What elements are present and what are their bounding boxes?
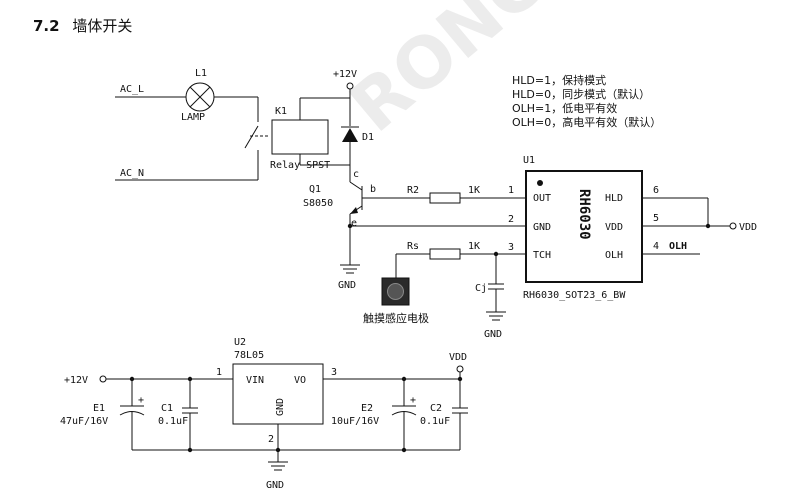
- ac-lamp-circuit: AC_L L1 LAMP AC_N K1 Relay-SPST +12V: [115, 68, 526, 340]
- section-heading: 7.2 墙体开关: [33, 15, 132, 36]
- u2-pin1-num: 1: [216, 367, 222, 378]
- transistor-emitter-arrow: [350, 207, 358, 214]
- vdd-junction: [705, 223, 711, 229]
- section-number: 7.2: [33, 17, 60, 35]
- ac-l-label: AC_L: [120, 84, 144, 95]
- ic-pin5-num: 5: [653, 213, 659, 224]
- ic-pin-gnd: GND: [533, 222, 551, 233]
- ic-pin3-num: 3: [508, 242, 514, 253]
- ic-ref: U1: [523, 155, 535, 166]
- pin-e-label: e: [351, 218, 357, 229]
- e1-ref: E1: [93, 403, 105, 414]
- diode-ref: D1: [362, 132, 374, 143]
- c2-ref: C2: [430, 403, 442, 414]
- vdd-out-label: VDD: [739, 222, 757, 233]
- r2-resistor: [429, 192, 461, 204]
- e1-plus: +: [138, 395, 144, 406]
- reg-vin-terminal: [99, 375, 107, 383]
- rs-resistor: [429, 248, 461, 260]
- ic-package: RH6030_SOT23_6_BW: [523, 290, 626, 301]
- ac-n-label: AC_N: [120, 168, 144, 179]
- touch-pad-disk: [387, 283, 404, 300]
- c1-ref: C1: [161, 403, 173, 414]
- pin-c-label: c: [353, 169, 359, 180]
- ic-pin2-num: 2: [508, 214, 514, 225]
- regulator-circuit: +12V + E1 47uF/16V C1 0.1uF U2 78L05 VIN: [60, 337, 468, 491]
- ic-pin4-num: 4: [653, 241, 659, 252]
- e1-value: 47uF/16V: [60, 416, 108, 427]
- cj-ref: Cj: [475, 283, 487, 294]
- reg-gnd-label: GND: [266, 480, 284, 491]
- reg-vin-label: +12V: [64, 375, 88, 386]
- c1-value: 0.1uF: [158, 416, 188, 427]
- ic-pin-olh: OLH: [605, 250, 623, 261]
- ic-body: [525, 170, 643, 283]
- u2-pin3-num: 3: [331, 367, 337, 378]
- e1-plate-bottom: [119, 411, 145, 416]
- note-line-1: HLD=1，保持模式: [512, 73, 606, 87]
- ic-rh6030: U1 OUT GND TCH HLD VDD OLH RH6030 RH6030…: [523, 155, 757, 301]
- ic-name-vertical: RH6030: [576, 189, 592, 240]
- touch-pad-label: 触摸感应电极: [363, 311, 429, 325]
- transistor-collector-leg: [349, 181, 363, 191]
- ic-pin-hld: HLD: [605, 193, 623, 204]
- section-title: 墙体开关: [72, 17, 133, 35]
- note-line-4: OLH=0，高电平有效（默认）: [512, 115, 661, 129]
- e2-plus: +: [410, 395, 416, 406]
- u2-name: 78L05: [234, 350, 264, 361]
- relay-switch-contact: [244, 125, 259, 149]
- lamp-name: LAMP: [181, 112, 205, 123]
- ic-pin-vdd: VDD: [605, 222, 623, 233]
- olh-net-label: OLH: [669, 241, 687, 252]
- touch-pad: [381, 277, 410, 306]
- lamp-cross-b: [189, 86, 211, 108]
- reg-gnd-junction-u2: [275, 447, 281, 453]
- r2-ref: R2: [407, 185, 419, 196]
- reg-gnd-junction-e2: [401, 447, 407, 453]
- pin-b-label: b: [370, 184, 376, 195]
- u2-pin-vin: VIN: [246, 375, 264, 386]
- reg-vdd-label: VDD: [449, 352, 467, 363]
- e2-ref: E2: [361, 403, 373, 414]
- c2-value: 0.1uF: [420, 416, 450, 427]
- gnd-cj-label: GND: [484, 329, 502, 340]
- note-line-3: OLH=1，低电平有效: [512, 101, 617, 115]
- diode-symbol: [342, 128, 358, 142]
- transistor-name: S8050: [303, 198, 333, 209]
- u2-pin-vo: VO: [294, 375, 306, 386]
- ic-pin1-dot: [537, 180, 543, 186]
- mode-notes: HLD=1，保持模式 HLD=0，同步模式（默认） OLH=1，低电平有效 OL…: [512, 73, 661, 129]
- lamp-ref: L1: [195, 68, 207, 79]
- ic-pin-out: OUT: [533, 193, 551, 204]
- ic-pin-tch: TCH: [533, 250, 551, 261]
- u2-pin-gnd: GND: [275, 398, 286, 416]
- u2-ref: U2: [234, 337, 246, 348]
- e2-plate-bottom: [391, 411, 417, 416]
- e2-value: 10uF/16V: [331, 416, 379, 427]
- note-line-2: HLD=0，同步模式（默认）: [512, 88, 650, 101]
- gnd-left-label: GND: [338, 280, 356, 291]
- relay-coil: [271, 119, 329, 155]
- u2-pin2-num: 2: [268, 434, 274, 445]
- r2-value: 1K: [468, 185, 480, 196]
- reg-vdd-terminal: [456, 365, 464, 373]
- relay-ref: K1: [275, 106, 287, 117]
- reg-gnd-junction-c1: [187, 447, 193, 453]
- transistor-ref: Q1: [309, 184, 321, 195]
- rs-ref: Rs: [407, 241, 419, 252]
- rs-value: 1K: [468, 241, 480, 252]
- vdd-terminal: [729, 222, 737, 230]
- ic-pin1-num: 1: [508, 185, 514, 196]
- vcc-12v-label: +12V: [333, 69, 357, 80]
- ic-pin6-num: 6: [653, 185, 659, 196]
